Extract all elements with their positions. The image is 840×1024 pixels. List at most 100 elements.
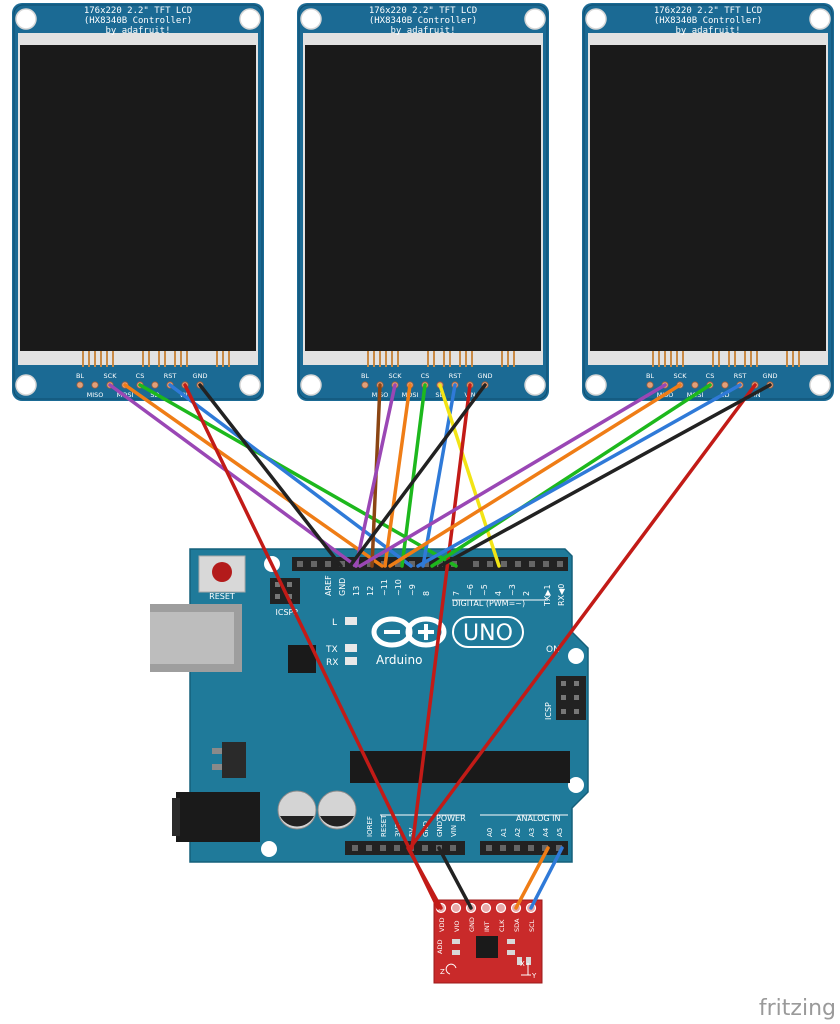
digital-pin-label-8: 8	[422, 591, 431, 596]
sensor-pin-label-gnd: GND	[468, 917, 476, 932]
digital-pin-label-12: 12	[366, 586, 375, 596]
power-pin-label-reset: RESET	[380, 814, 388, 837]
lcd-title-line2: (HX8340B Controller)	[369, 16, 477, 26]
sensor-axis-z: Z	[440, 968, 445, 976]
lcd-title-line3: by adafruit!	[390, 26, 455, 36]
digital-pin-label-1: TX▶1	[543, 584, 552, 607]
lcd-pin-label-cs: CS	[706, 372, 715, 380]
aref-pin-label: AREF	[324, 575, 333, 596]
wire-lcd2-gnd	[348, 383, 487, 568]
analog-header	[480, 841, 568, 855]
lcd-module-3: 176x220 2.2" TFT LCD (HX8340B Controller…	[581, 2, 835, 402]
voltage-regulator	[212, 742, 246, 778]
wire-lcd3-sck	[388, 383, 682, 568]
wire-lcd1-vin	[183, 383, 440, 910]
sensor-pin-label-int: INT	[483, 921, 491, 932]
lcd-title-line3: by adafruit!	[105, 26, 170, 36]
reset-label: RESET	[209, 592, 235, 601]
lcd-pin-label-bl: BL	[76, 372, 84, 380]
lcd-pin-label-gnd: GND	[193, 372, 208, 380]
digital-pin-label-11: ~11	[380, 579, 389, 596]
led-rx-label: RX	[326, 658, 338, 668]
analog-pin-label-a4: A4	[542, 827, 550, 837]
wire-lcd1-sck	[123, 383, 384, 568]
wire-lcd3-gnd	[438, 383, 772, 568]
analog-section-label: ANALOG IN	[516, 814, 561, 823]
analog-pin-label-a5: A5	[556, 828, 564, 837]
sensor-pin-label-clk: CLK	[498, 919, 506, 932]
digital-pin-label-4: 4	[494, 591, 503, 596]
power-pin-label-vin: VIN	[450, 825, 458, 837]
wire-sensor-vdd	[406, 846, 443, 910]
wire-lcd2-mosi	[383, 383, 412, 568]
lcd-pin-label-bl: BL	[361, 372, 369, 380]
sensor-addr-label: ADD	[436, 940, 444, 954]
digital-pin-label-10: ~10	[394, 579, 403, 596]
lcd-title-line1: 176x220 2.2" TFT LCD	[369, 6, 477, 16]
digital-pin-label-0: RX◀0	[557, 584, 566, 606]
digital-pin-label-6: ~6	[466, 584, 475, 596]
lcd-pin-label-sck: SCK	[104, 372, 118, 380]
sensor-axis-y: Y	[531, 972, 537, 980]
wire-lcd3-vin	[408, 383, 757, 850]
gnd-pin-label: GND	[338, 578, 347, 596]
arduino-logo-text: Arduino	[376, 653, 422, 667]
fritzing-watermark: fritzing	[759, 996, 836, 1021]
usb-port	[150, 604, 242, 672]
sensor-axis-x: X	[520, 960, 525, 968]
lcd-pin-label-bl: BL	[646, 372, 654, 380]
power-pin-label-gnd-2: GND	[436, 821, 444, 837]
arduino-logo	[371, 616, 447, 648]
lcd-pin-label-sd: SD	[435, 391, 444, 399]
digital-pin-label-7: 7	[452, 591, 461, 596]
icsp2-label: ICSP2	[276, 608, 299, 617]
lcd-pin-label-miso: MISO	[87, 391, 104, 399]
wire-lcd2-sck	[354, 383, 397, 568]
analog-pin-label-a0: A0	[486, 828, 494, 837]
led-tx-label: TX	[325, 645, 338, 655]
uno-text: UNO	[463, 621, 513, 646]
icsp-label: ICSP	[544, 702, 553, 720]
analog-pin-label-a2: A2	[514, 828, 522, 837]
lcd-pin-label-gnd: GND	[478, 372, 493, 380]
icsp-header	[556, 676, 586, 720]
lcd-pin-label-cs: CS	[136, 372, 145, 380]
reset-button	[198, 555, 246, 593]
wire-sensor-sda	[514, 846, 550, 910]
lcd-pin-label-sck: SCK	[674, 372, 688, 380]
lcd-pin-label-rst: RST	[164, 372, 177, 380]
digital-pin-label-3: ~3	[508, 584, 517, 596]
sensor-chip	[476, 936, 498, 958]
wire-lcd3-bl	[358, 383, 667, 568]
analog-pin-label-a3: A3	[528, 828, 536, 837]
lcd-pin-label-sck: SCK	[389, 372, 403, 380]
dc-power-jack	[172, 792, 260, 842]
lcd-title-line2: (HX8340B Controller)	[654, 16, 762, 26]
power-section-label: POWER	[436, 814, 466, 823]
wire-sensor-scl	[529, 846, 564, 910]
lcd-pin-label-cs: CS	[421, 372, 430, 380]
wire-lcd2-cs	[400, 383, 427, 568]
lcd-module-2: 176x220 2.2" TFT LCD (HX8340B Controller…	[296, 2, 550, 402]
lcd-module-1: 176x220 2.2" TFT LCD (HX8340B Controller…	[11, 2, 265, 402]
lcd-title-line3: by adafruit!	[675, 26, 740, 36]
wire-lcd2-vin	[410, 383, 472, 850]
on-led-label: ON	[546, 645, 560, 655]
power-pin-label-5v: 5V	[408, 828, 416, 837]
wire-lcd1-cs	[138, 383, 458, 568]
capacitors	[277, 790, 357, 830]
wire-lcd1-bl	[108, 383, 358, 568]
wire-sensor-gnd	[437, 846, 473, 910]
digital-pin-label-9: ~9	[408, 584, 417, 596]
sensor-pin-label-sda: SDA	[513, 918, 521, 932]
sensor-pin-label-vdd: VDD	[438, 918, 446, 932]
arduino-uno-board: RESET ICSP2 AREF	[150, 548, 589, 863]
lcd-title-line1: 176x220 2.2" TFT LCD	[84, 6, 192, 16]
lcd-pin-label-rst: RST	[449, 372, 462, 380]
digital-pin-label-13: 13	[352, 586, 361, 596]
digital-pin-label-2: 2	[522, 591, 531, 596]
microcontroller-chip	[350, 751, 570, 783]
analog-pin-label-a1: A1	[500, 828, 508, 837]
led-l-label: L	[332, 618, 337, 628]
